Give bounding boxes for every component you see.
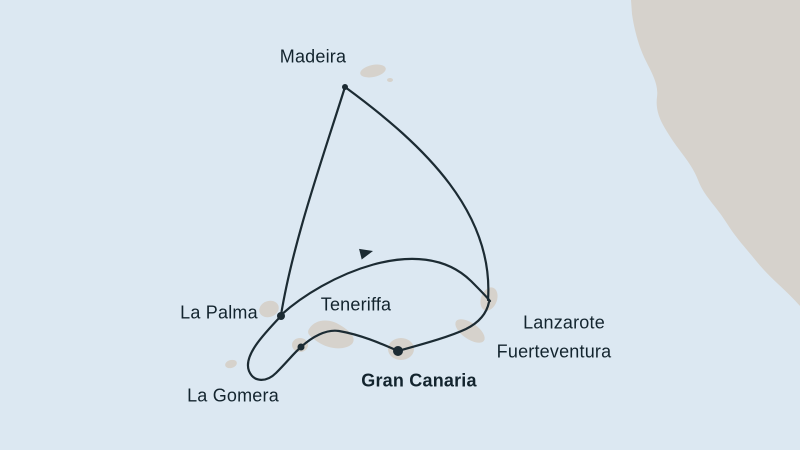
dot-la-palma	[277, 312, 285, 320]
route-direction-arrow-icon	[359, 248, 373, 260]
island-el-hierro	[225, 359, 237, 369]
port-label-teneriffa: Teneriffa	[320, 294, 392, 315]
dot-la-gomera	[297, 343, 305, 351]
dot-gran-canaria	[393, 346, 403, 356]
island-la-palma	[259, 300, 279, 318]
mainland-africa	[631, 0, 800, 306]
leg-la-palma-lanzarote	[279, 257, 492, 317]
port-label-madeira: Madeira	[279, 46, 347, 67]
leg-la-palma-loop-gran-canaria	[246, 314, 400, 381]
island-fuerteventura	[455, 319, 485, 343]
port-label-gran-canaria: Gran Canaria	[361, 370, 477, 391]
leg-madeira-la-palma	[279, 85, 347, 317]
port-label-fuerteventura: Fuerteventura	[496, 341, 612, 362]
port-label-la-palma: La Palma	[180, 302, 258, 323]
port-label-lanzarote: Lanzarote	[523, 312, 605, 333]
port-label-la-gomera: La Gomera	[187, 385, 279, 406]
island-teneriffa	[308, 320, 354, 349]
leg-madeira-lanzarote	[343, 85, 490, 302]
dot-madeira	[342, 84, 348, 90]
island-madeira	[360, 64, 386, 78]
island-madeira-islet	[387, 78, 393, 82]
leg-gran-canaria-lanzarote	[396, 300, 491, 353]
